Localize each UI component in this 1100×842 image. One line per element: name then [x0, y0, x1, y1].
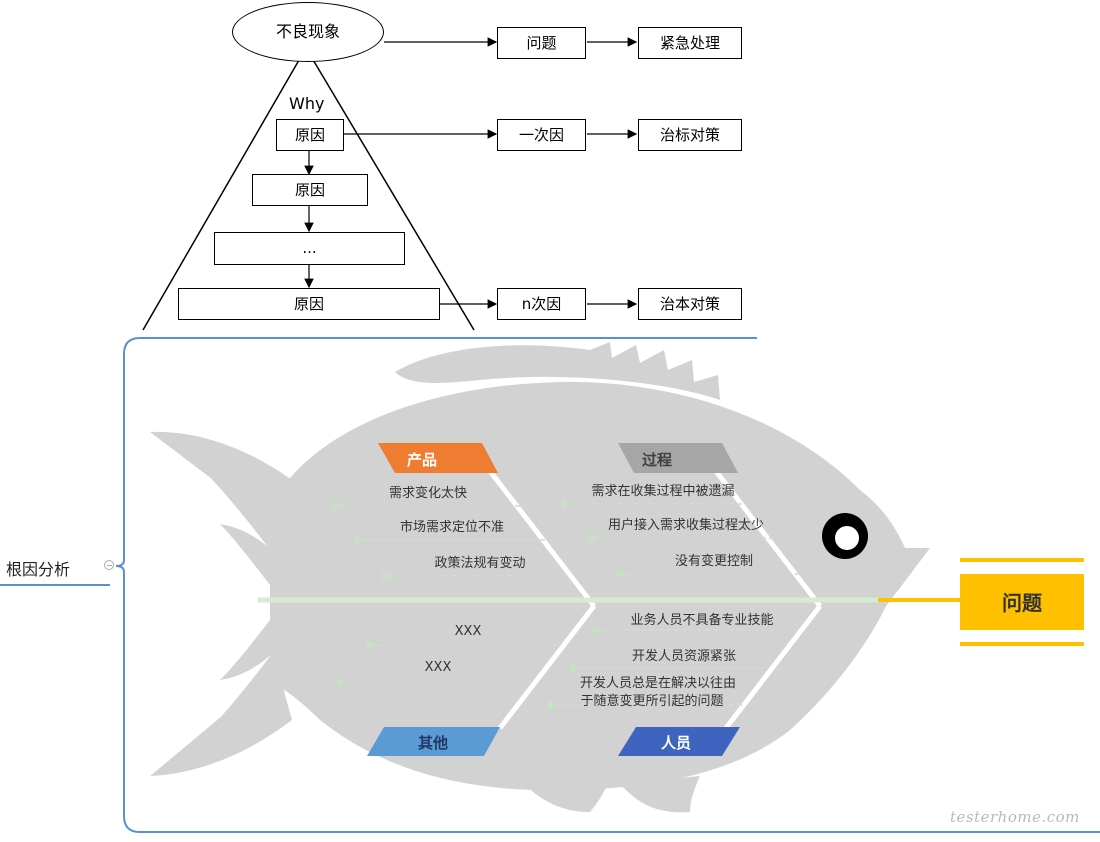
mindmap-frame — [0, 337, 1100, 833]
category-process-shape — [618, 443, 738, 473]
product-cause: 政策法规有变动 — [434, 555, 525, 571]
other-cause: XXX — [425, 660, 452, 675]
collapse-toggle-icon[interactable] — [104, 560, 114, 570]
symptom-countermeasure-box: 治标对策 — [638, 119, 742, 151]
category-process-label: 过程 — [642, 451, 672, 469]
root-countermeasure-box: 治本对策 — [638, 288, 742, 320]
category-other-shape — [367, 727, 500, 756]
nth-cause-box: n次因 — [497, 288, 586, 320]
cause-box-1: 原因 — [276, 119, 344, 151]
phenomenon-node: 不良现象 — [232, 2, 384, 62]
fish-bones — [484, 464, 822, 730]
people-cause: 于随意变更所引起的问题 — [580, 693, 723, 709]
other-cause: XXX — [455, 624, 482, 639]
process-cause: 用户接入需求收集过程太少 — [608, 517, 764, 533]
people-cause: 业务人员不具备专业技能 — [630, 612, 773, 628]
cause-box-2: 原因 — [252, 174, 368, 206]
category-people-shape — [618, 727, 740, 756]
fish-eye — [822, 513, 868, 559]
cause-box-ellipsis: ... — [214, 232, 405, 265]
fish-head-label: 问题 — [1002, 591, 1043, 615]
why-label: Why — [289, 94, 325, 113]
primary-cause-box: 一次因 — [497, 119, 586, 151]
product-cause: 市场需求定位不准 — [400, 519, 504, 535]
why-triangle — [142, 47, 475, 331]
process-cause: 没有变更控制 — [675, 553, 753, 569]
category-other-label: 其他 — [418, 734, 448, 752]
fish-head-box — [960, 558, 1084, 646]
people-cause: 开发人员资源紧张 — [632, 648, 736, 664]
urgent-action-box: 紧急处理 — [638, 27, 742, 59]
people-cause: 开发人员总是在解决以往由 — [580, 675, 736, 691]
cause-ribs — [332, 499, 808, 710]
problem-box: 问题 — [497, 27, 586, 59]
category-product-shape — [378, 443, 498, 473]
cause-box-n: 原因 — [178, 288, 440, 320]
category-people-label: 人员 — [661, 734, 691, 752]
watermark: testerhome.com — [950, 808, 1080, 826]
fishbone-fish — [150, 342, 930, 813]
mindmap-root-label[interactable]: 根因分析 — [6, 560, 71, 579]
product-cause: 需求变化太快 — [389, 485, 467, 501]
flow-arrows — [343, 37, 638, 309]
category-product-label: 产品 — [407, 451, 437, 469]
phenomenon-label: 不良现象 — [275, 22, 340, 41]
process-cause: 需求在收集过程中被遗漏 — [591, 483, 734, 499]
